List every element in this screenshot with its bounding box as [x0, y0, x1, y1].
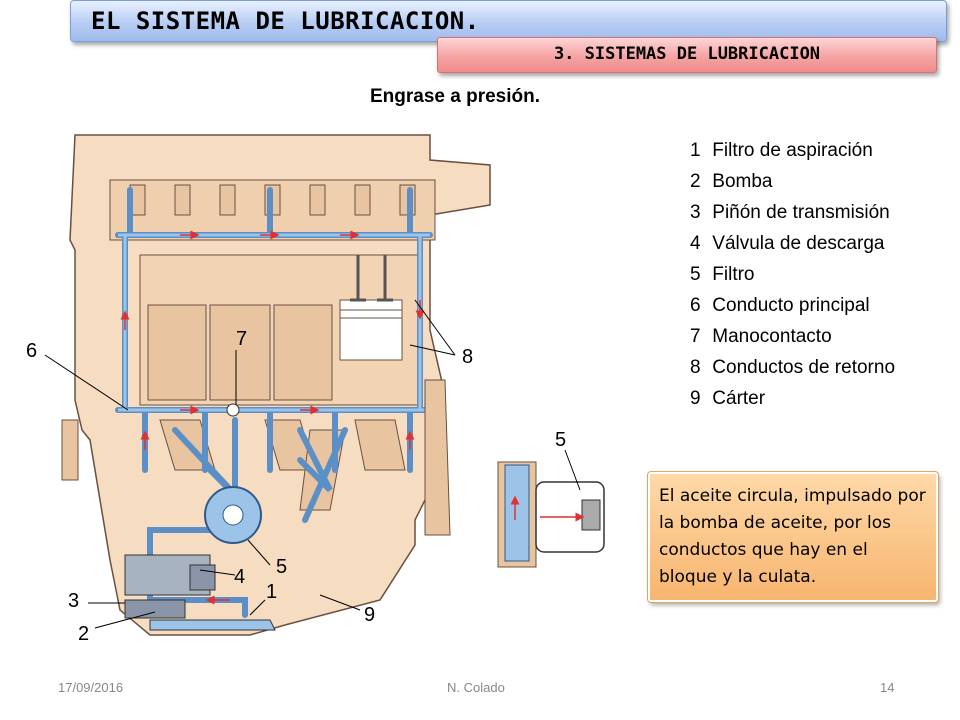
- filter-detail: [497, 461, 605, 568]
- relief-valve: [189, 564, 216, 591]
- section-heading: Engrase a presión.: [370, 86, 541, 107]
- footer-date: 17/09/2016: [58, 680, 124, 695]
- note-box: El aceite circula, impulsado por la bomb…: [647, 471, 939, 603]
- pulley: [424, 379, 451, 536]
- callout-3: 3: [68, 590, 79, 612]
- piston: [339, 299, 403, 361]
- pressure-switch: [226, 403, 240, 417]
- callout-7: 7: [236, 328, 247, 350]
- callout-8: 8: [462, 346, 473, 368]
- slide-title: EL SISTEMA DE LUBRICACION.: [91, 7, 480, 35]
- note-text: El aceite circula, impulsado por la bomb…: [659, 486, 926, 587]
- legend-item: 8 Conductos de retorno: [690, 357, 896, 378]
- legend-item: 3 Piñón de transmisión: [690, 202, 890, 223]
- callout-5-inset: 5: [555, 429, 566, 451]
- title-banner: EL SISTEMA DE LUBRICACION.: [70, 0, 947, 42]
- callout-5: 5: [276, 556, 287, 578]
- legend-item: 4 Válvula de descarga: [690, 233, 885, 254]
- cylinder: [273, 304, 333, 401]
- oil-pan: [149, 619, 276, 631]
- oil-filter-core: [222, 504, 244, 526]
- callout-6: 6: [26, 340, 37, 362]
- flow-arrows: [120, 230, 425, 605]
- valve: [350, 255, 393, 302]
- legend-item: 7 Manocontacto: [690, 326, 832, 347]
- callout-4: 4: [234, 566, 245, 588]
- callout-9: 9: [364, 604, 375, 626]
- legend-item: 1 Filtro de aspiración: [690, 140, 873, 161]
- cylinder: [147, 304, 207, 401]
- slide-subtitle: 3. SISTEMAS DE LUBRICACION: [553, 44, 821, 64]
- legend-item: 5 Filtro: [690, 264, 755, 285]
- cylinder: [209, 304, 271, 401]
- callout-1: 1: [266, 581, 277, 603]
- legend-item: 9 Cárter: [690, 388, 766, 409]
- subtitle-banner: 3. SISTEMAS DE LUBRICACION: [437, 37, 937, 73]
- flywheel: [61, 419, 79, 481]
- legend-item: 2 Bomba: [690, 171, 773, 192]
- pump-gear: [124, 599, 186, 619]
- footer-author: N. Colado: [447, 680, 505, 695]
- footer-page-number: 14: [880, 680, 895, 695]
- legend-item: 6 Conducto principal: [690, 295, 870, 316]
- callout-2: 2: [78, 623, 89, 645]
- parts-legend: 1 Filtro de aspiración 2 Bomba 3 Piñón d…: [690, 140, 895, 419]
- leader-lines: [44, 299, 581, 629]
